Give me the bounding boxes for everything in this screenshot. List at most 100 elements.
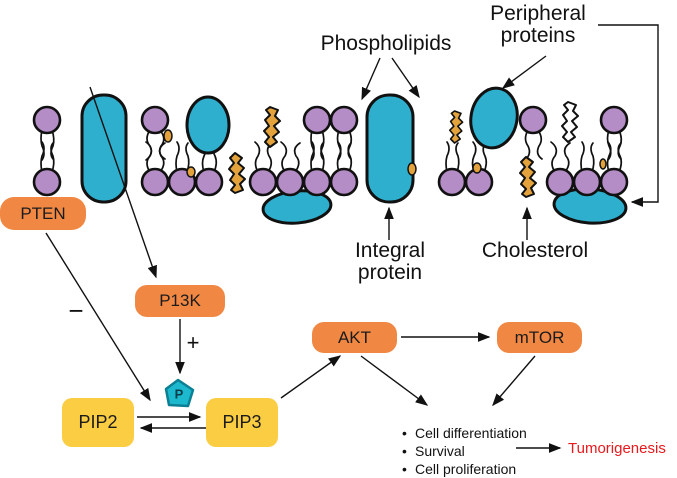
lipid-fragment: [599, 158, 607, 170]
outcome-text: Cell differentiation: [415, 425, 527, 441]
outcome-text: Survival: [415, 443, 465, 459]
phospholipid-head: [329, 105, 359, 135]
phospholipid-head: [275, 167, 305, 197]
lipid-tail: [320, 129, 325, 160]
outcome-item: • Survival: [402, 442, 527, 460]
lipid-tail: [185, 142, 190, 173]
lipid-tail: [158, 142, 166, 173]
lipid-tail: [50, 142, 55, 173]
node-pten: PTEN: [0, 197, 86, 230]
lipid-tail: [280, 141, 288, 173]
lipid-tail: [310, 141, 315, 173]
lipid-tail: [550, 141, 558, 173]
phosphate-pentagon: [164, 378, 195, 408]
cholesterol-white: [561, 101, 579, 143]
phospholipid-head: [599, 105, 629, 135]
lipid-tail: [455, 142, 460, 173]
lipid-tail: [145, 141, 153, 173]
lipid-fragment: [163, 129, 173, 143]
phospholipid-head: [599, 167, 629, 197]
integral-protein-main: [365, 93, 415, 204]
outcomes-list: • Cell differentiation • Survival • Cell…: [402, 424, 527, 478]
pten-inhibition-arrow: [45, 232, 151, 402]
lipid-tail: [524, 129, 531, 161]
lipid-tail: [617, 129, 623, 160]
label-cholesterol: Cholesterol: [481, 239, 589, 262]
phospholipid-head: [518, 105, 548, 135]
lipid-tail: [617, 142, 623, 173]
label-phospholipids: Phospholipids: [320, 32, 452, 55]
cholesterol-top-left: [263, 106, 281, 148]
label-integral-protein: Integral protein: [354, 239, 426, 284]
lipid-tail: [50, 129, 55, 160]
bullet-icon: •: [402, 461, 407, 477]
lipid-tail: [347, 129, 353, 160]
phospholipid-head: [140, 167, 170, 197]
phospholipid-head: [329, 167, 359, 197]
node-akt: AKT: [312, 322, 397, 353]
inhibition-sign: −: [68, 295, 84, 326]
phospholipids-arrow-left: [361, 57, 381, 101]
lipid-tail: [336, 141, 342, 173]
lipid-tail: [40, 129, 45, 161]
lipid-tail: [536, 129, 543, 160]
peripheral-proteins-arrow-top: [501, 55, 547, 89]
phospholipid-head: [545, 167, 575, 197]
cholesterol-molecules: [163, 101, 607, 198]
lipid-tail: [320, 142, 325, 173]
lipid-tail: [254, 141, 261, 173]
node-pip2: PIP2: [62, 398, 134, 447]
embedded-protein: [185, 95, 231, 155]
peripheral-proteins-bracket: [598, 24, 659, 207]
lipid-tail: [336, 129, 342, 161]
outcome-item: • Cell differentiation: [402, 424, 527, 442]
phospholipid-head: [248, 167, 278, 197]
cholesterol-labeled: [519, 156, 537, 198]
phospholipid-head: [32, 167, 62, 197]
phospholipid-head: [194, 167, 224, 197]
pip3-to-akt-arrow: [280, 355, 342, 399]
phospholipid-head: [302, 105, 332, 135]
node-mtor: mTOR: [497, 322, 582, 353]
cholesterol-top-mid: [449, 110, 464, 144]
outcome-item: • Cell proliferation: [402, 460, 527, 478]
membrane-to-pi3k-arrow: [89, 86, 157, 279]
cholesterol-bottom-left: [228, 152, 246, 194]
phospholipid-head: [572, 167, 602, 197]
lipid-tail: [40, 141, 45, 173]
lipid-tail: [606, 141, 612, 173]
activation-sign: +: [186, 330, 200, 355]
phospholipid-head: [140, 105, 170, 135]
lipid-tail: [310, 129, 315, 161]
peripheral-protein-top: [469, 86, 519, 150]
phospholipid-head: [32, 105, 62, 135]
mtor-to-outcomes-arrow: [492, 355, 536, 407]
outcome-text: Cell proliferation: [415, 461, 517, 477]
lipid-tail: [293, 142, 301, 173]
lipid-fragment: [407, 162, 417, 176]
bullet-icon: •: [402, 425, 407, 441]
phospholipid-bilayer: [32, 105, 629, 197]
lipid-tail: [590, 142, 595, 173]
node-pi3k: P13K: [135, 285, 225, 317]
label-peripheral-proteins: Peripheral proteins: [490, 2, 586, 47]
bullet-icon: •: [402, 443, 407, 459]
lipid-fragment: [472, 162, 482, 174]
phospholipid-head: [437, 167, 467, 197]
lipid-tail: [580, 141, 585, 173]
akt-to-outcomes-arrow: [360, 355, 429, 406]
lipid-tail: [175, 141, 180, 173]
pathway-arrows: [45, 24, 659, 453]
lipid-tail: [445, 141, 450, 173]
phospholipids-arrow-right: [391, 57, 420, 99]
node-pip3: PIP3: [206, 398, 278, 447]
lipid-fragment: [186, 166, 196, 178]
phospholipid-head: [302, 167, 332, 197]
lipid-tail: [347, 142, 353, 173]
tumorigenesis-label: Tumorigenesis: [568, 440, 666, 457]
membrane-proteins: [80, 86, 519, 204]
integral-protein-left: [80, 93, 128, 204]
lipid-tail: [606, 129, 612, 161]
